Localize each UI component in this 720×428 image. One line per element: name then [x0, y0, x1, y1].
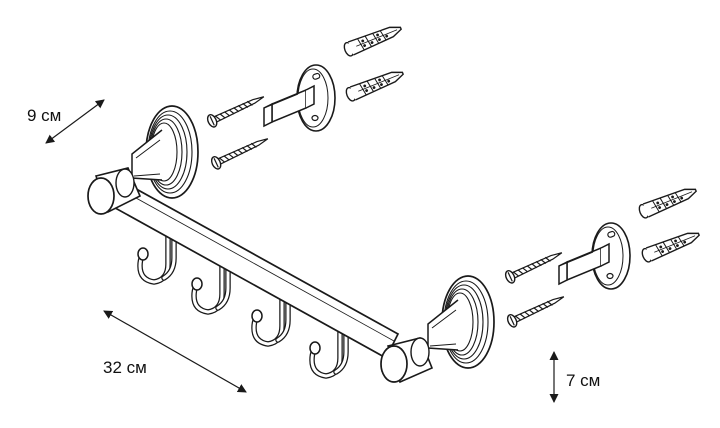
- right-flange: [427, 275, 495, 369]
- rail: [87, 167, 400, 360]
- screw: [505, 290, 568, 330]
- depth-dimension-arrow: [45, 99, 105, 144]
- wall-plug: [341, 21, 405, 58]
- hook: [252, 295, 288, 344]
- width-label: 32 см: [103, 358, 147, 377]
- hook: [138, 233, 174, 282]
- wall-mount-plate: [263, 64, 336, 132]
- screw: [209, 132, 272, 172]
- depth-label: 9 см: [27, 106, 61, 125]
- width-dimension-arrow: [103, 310, 247, 393]
- wall-plug: [639, 227, 703, 264]
- screw: [205, 90, 268, 130]
- hook: [310, 327, 346, 376]
- wall-mount-plate: [558, 222, 631, 290]
- rail-end-cap: [380, 337, 434, 384]
- wall-plug: [343, 66, 407, 103]
- left-flange: [131, 105, 199, 199]
- height-label: 7 см: [566, 371, 600, 390]
- screw: [503, 246, 566, 286]
- wall-plug: [636, 183, 700, 220]
- hook: [192, 263, 228, 312]
